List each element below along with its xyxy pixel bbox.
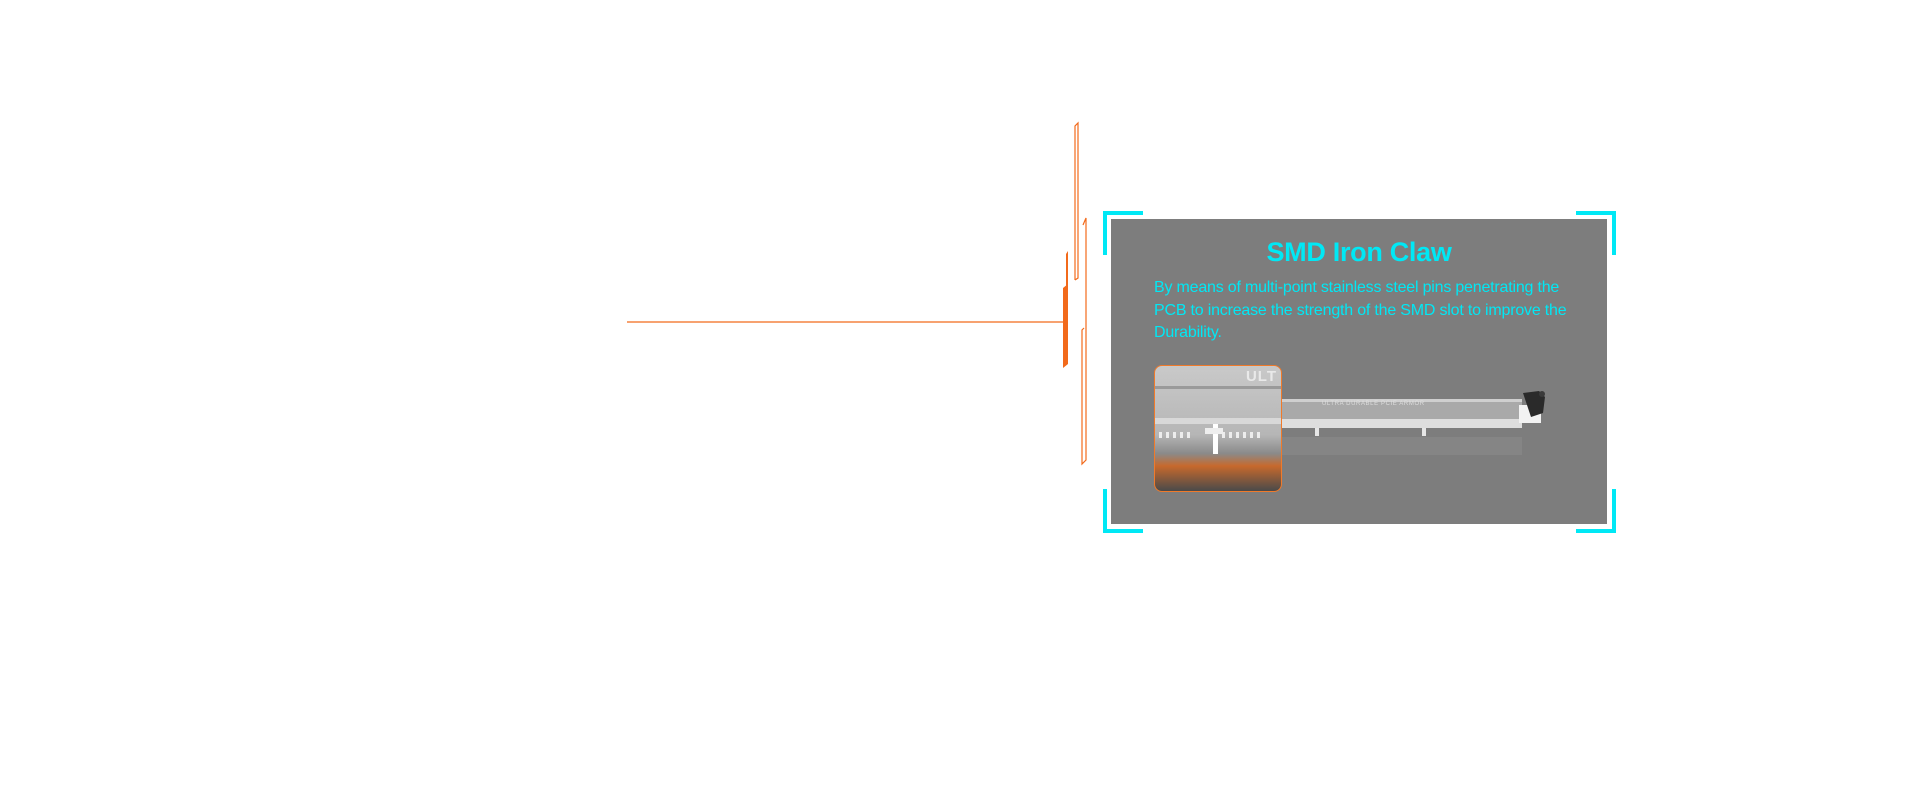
orange-outline-bar-tall <box>1074 121 1079 281</box>
orange-solid-bar <box>1063 284 1068 368</box>
feature-card: SMD Iron Claw By means of multi-point st… <box>1111 219 1607 524</box>
corner-bracket-bottom-left <box>1103 489 1143 533</box>
closeup-pins-graphic <box>1155 386 1281 454</box>
corner-bracket-bottom-right <box>1576 489 1616 533</box>
feature-title: SMD Iron Claw <box>1266 237 1452 267</box>
slot-engraving: ULTRA DURABLE PCIE ARMOR <box>1322 401 1425 407</box>
closeup-brand-text: ULT <box>1245 368 1277 385</box>
orange-solid-bar-upper <box>1066 251 1068 291</box>
pcie-slot-image: ULTRA DURABLE PCIE ARMOR <box>1282 399 1522 455</box>
corner-bracket-top-right <box>1576 211 1616 255</box>
corner-bracket-top-left <box>1103 211 1143 255</box>
orange-circuit-decoration <box>627 121 1087 466</box>
feature-description: By means of multi-point stainless steel … <box>1154 279 1567 341</box>
pin-closeup-image: ULT <box>1154 365 1282 492</box>
slot-latch-icon <box>1519 391 1545 423</box>
pcie-slot-graphic <box>1282 399 1522 455</box>
orange-outline-bar-lower <box>1081 217 1087 466</box>
